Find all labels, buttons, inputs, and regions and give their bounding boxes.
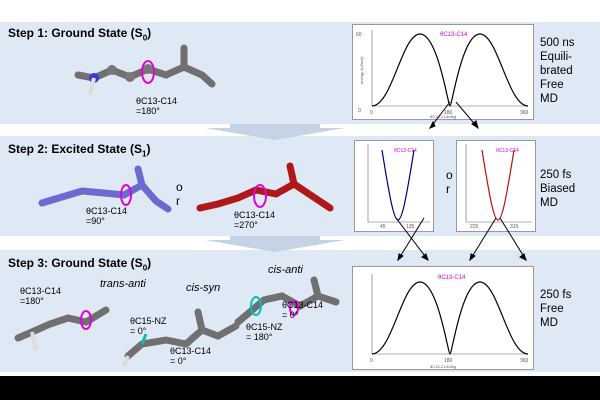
angle-label-s3c: θC13-C14 = 0°	[170, 346, 212, 366]
or-label-s2-plots: o r	[446, 168, 453, 196]
plot-step1-ylabel: energy (kJ/mol)	[359, 56, 364, 84]
down-arrow-1	[205, 124, 345, 140]
angle-label-s3a: θC13-C14 =180°	[20, 286, 62, 306]
plot-step1: θC13-C14 0 60 0 180 360 θC13-C14/deg ene…	[352, 24, 534, 120]
plot-step2-right: θC13-C14 225 315	[456, 140, 536, 232]
angle-label-s3e: θC13-C14 = 0°	[282, 300, 324, 320]
svg-text:0: 0	[358, 108, 361, 114]
svg-text:0: 0	[370, 358, 373, 364]
svg-text:θC13-C14: θC13-C14	[438, 275, 466, 281]
angle-label-s1: θC13-C14 =180°	[136, 96, 178, 116]
svg-text:315: 315	[510, 224, 519, 230]
svg-text:θC13-C14: θC13-C14	[394, 148, 417, 154]
plot-step1-title: θC13-C14	[440, 32, 468, 38]
svg-text:60: 60	[356, 32, 362, 38]
molecule-cis-anti	[234, 276, 340, 326]
angle-label-s2b: θC13-C14 =270°	[234, 210, 276, 230]
svg-text:360: 360	[520, 110, 529, 116]
rotation-marker	[141, 60, 155, 84]
svg-text:360: 360	[520, 358, 529, 364]
angle-label-s2a: θC13-C14 =90°	[86, 206, 128, 226]
svg-text:45: 45	[380, 224, 386, 230]
svg-text:180: 180	[444, 358, 453, 364]
molecule-step1	[74, 44, 216, 95]
or-label-s2-molecules: o r	[176, 180, 183, 208]
svg-text:180: 180	[444, 110, 453, 116]
step2-title: Step 2: Excited State (S1)	[8, 142, 151, 159]
plot-step2-left: θC13-C14 45 135	[354, 140, 434, 232]
conformer-trans-anti: trans-anti	[100, 278, 146, 290]
molecule-trans-anti	[14, 306, 110, 351]
plot-step1-xlabel: θC13-C14/deg	[430, 114, 456, 119]
bottom-bar	[0, 376, 600, 400]
svg-text:0: 0	[370, 110, 373, 116]
plot-step3: θC13-C14 0 180 360 θC13-C14/deg	[352, 266, 534, 370]
conformer-cis-syn: cis-syn	[186, 282, 221, 294]
step3-title: Step 3: Ground State (S0)	[8, 256, 152, 273]
molecule-step2-a	[38, 165, 172, 213]
svg-text:135: 135	[406, 224, 415, 230]
molecule-step2-b	[196, 162, 334, 212]
angle-label-s3d: θC15-NZ = 180°	[246, 322, 283, 342]
conformer-cis-anti: cis-anti	[268, 264, 303, 276]
molecule-cis-syn	[122, 308, 240, 367]
angle-label-s3b: θC15-NZ = 0°	[130, 316, 167, 336]
svg-text:225: 225	[470, 224, 479, 230]
down-arrow-2	[205, 236, 345, 252]
step1-title: Step 1: Ground State (S0)	[8, 26, 152, 43]
svg-text:θC13-C14: θC13-C14	[496, 148, 519, 154]
svg-text:θC13-C14/deg: θC13-C14/deg	[430, 364, 456, 369]
